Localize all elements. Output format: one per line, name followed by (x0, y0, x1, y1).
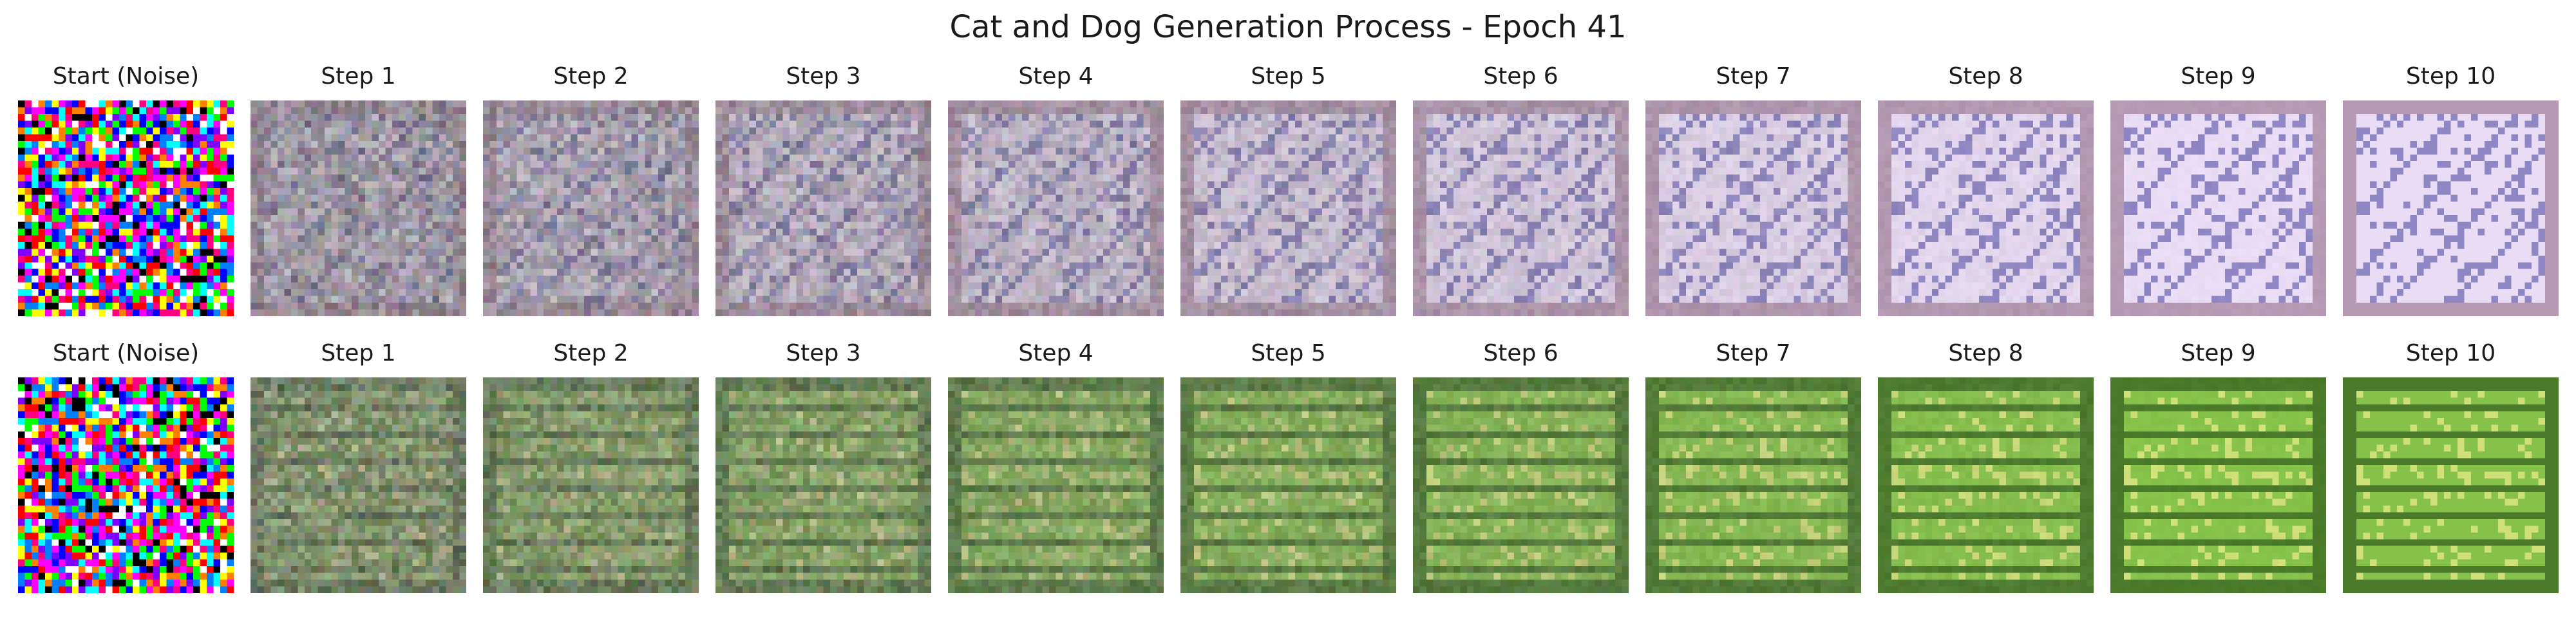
panel-step-9: Step 9 (2110, 339, 2326, 593)
panel-title: Step 7 (1716, 340, 1791, 366)
generated-image (2343, 100, 2559, 316)
panel-step-5: Step 5 (1180, 339, 1396, 593)
panel-step-3: Step 3 (715, 62, 931, 316)
panel-title: Step 3 (786, 63, 861, 90)
generated-image (483, 377, 699, 593)
panel-step-8: Step 8 (1878, 62, 2094, 316)
panel-step-7: Step 7 (1645, 62, 1861, 316)
generated-image (715, 100, 931, 316)
panel-start-noise: Start (Noise) (18, 62, 234, 316)
panel-title: Step 4 (1018, 63, 1094, 90)
panel-title: Step 3 (786, 340, 861, 366)
panel-title: Step 1 (321, 63, 396, 90)
panel-title: Step 2 (553, 340, 629, 366)
panel-start-noise: Start (Noise) (18, 339, 234, 593)
generation-row-top: Start (Noise) Step 1 Step 2 Step 3 Step … (0, 62, 2576, 319)
panel-title: Step 8 (1948, 340, 2023, 366)
panel-title: Start (Noise) (52, 340, 200, 366)
panel-step-4: Step 4 (948, 62, 1164, 316)
generated-image (483, 100, 699, 316)
panel-title: Step 1 (321, 340, 396, 366)
generated-image (1645, 377, 1861, 593)
panel-step-10: Step 10 (2343, 339, 2559, 593)
panel-title: Step 5 (1251, 340, 1326, 366)
panel-title: Step 9 (2181, 63, 2256, 90)
generated-image (1413, 100, 1629, 316)
generated-image (948, 100, 1164, 316)
panel-step-4: Step 4 (948, 339, 1164, 593)
panel-title: Step 10 (2405, 340, 2496, 366)
noise-image (18, 100, 234, 316)
panel-title: Step 8 (1948, 63, 2023, 90)
panel-step-5: Step 5 (1180, 62, 1396, 316)
panel-step-1: Step 1 (251, 62, 466, 316)
panel-title: Step 4 (1018, 340, 1094, 366)
panel-step-9: Step 9 (2110, 62, 2326, 316)
panel-title: Step 6 (1483, 63, 1558, 90)
generated-image (1878, 377, 2094, 593)
generated-image (2343, 377, 2559, 593)
panel-step-2: Step 2 (483, 339, 699, 593)
panel-title: Step 2 (553, 63, 629, 90)
panel-step-6: Step 6 (1413, 62, 1629, 316)
generated-image (1180, 377, 1396, 593)
generated-image (1413, 377, 1629, 593)
panel-title: Step 7 (1716, 63, 1791, 90)
panel-step-3: Step 3 (715, 339, 931, 593)
generated-image (1180, 100, 1396, 316)
generated-image (1645, 100, 1861, 316)
panel-step-7: Step 7 (1645, 339, 1861, 593)
panel-title: Step 5 (1251, 63, 1326, 90)
generated-image (251, 377, 466, 593)
panel-step-1: Step 1 (251, 339, 466, 593)
generated-image (2110, 377, 2326, 593)
panel-step-6: Step 6 (1413, 339, 1629, 593)
figure-title: Cat and Dog Generation Process - Epoch 4… (949, 9, 1627, 45)
panel-title: Step 9 (2181, 340, 2256, 366)
generation-row-bottom: Start (Noise) Step 1 Step 2 Step 3 Step … (0, 339, 2576, 596)
generated-image (948, 377, 1164, 593)
generated-image (1878, 100, 2094, 316)
generated-image (715, 377, 931, 593)
panel-title: Step 10 (2405, 63, 2496, 90)
panel-step-2: Step 2 (483, 62, 699, 316)
panel-title: Step 6 (1483, 340, 1558, 366)
panel-step-10: Step 10 (2343, 62, 2559, 316)
panel-step-8: Step 8 (1878, 339, 2094, 593)
generated-image (251, 100, 466, 316)
generated-image (2110, 100, 2326, 316)
panel-title: Start (Noise) (52, 63, 200, 90)
noise-image (18, 377, 234, 593)
